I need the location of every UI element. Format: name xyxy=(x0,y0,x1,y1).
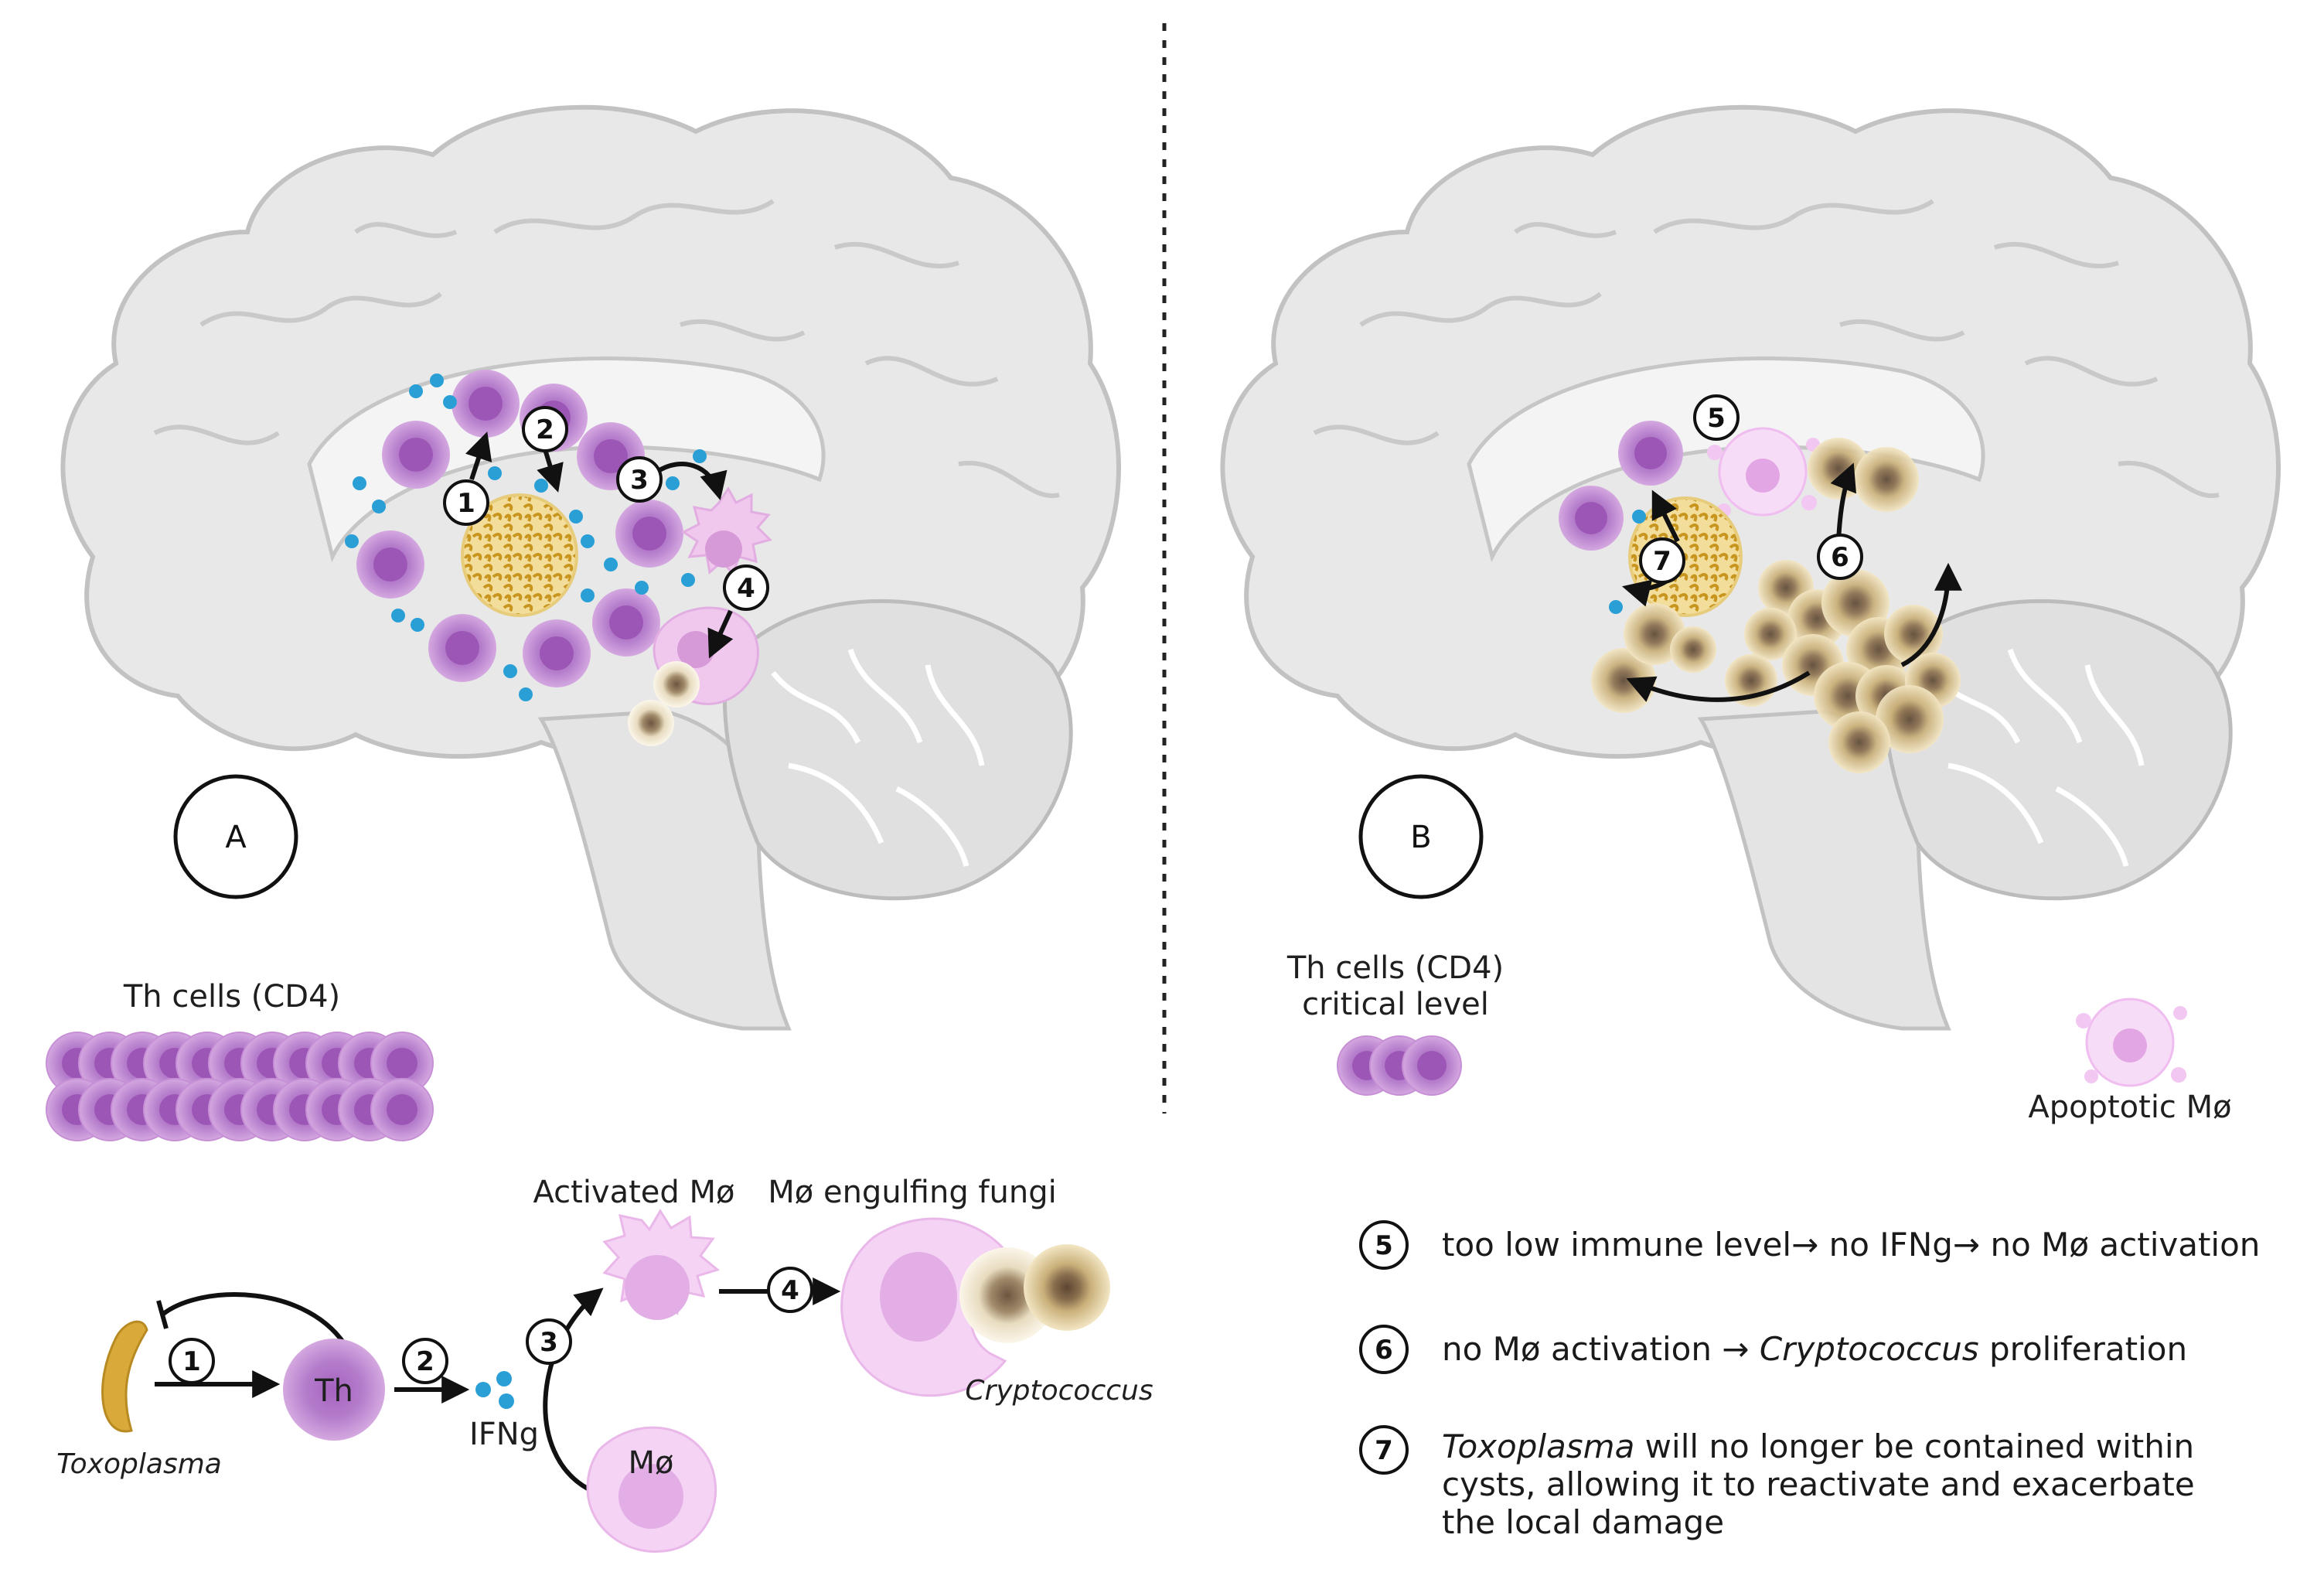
th-cell-pathway: Th xyxy=(283,1339,385,1441)
legend: 5 too low immune level→ no IFNg→ no Mø a… xyxy=(1359,1220,2260,1541)
th-cells-legend-a: Th cells (CD4) xyxy=(46,979,434,1141)
legend-item-6: 6 no Mø activation → Cryptococcus prolif… xyxy=(1359,1325,2187,1374)
th-cell xyxy=(452,370,520,438)
svg-text:Toxoplasma: Toxoplasma xyxy=(56,1448,222,1480)
engulfing-macrophage xyxy=(840,1217,1014,1397)
th-cell xyxy=(1618,421,1683,486)
th-cell xyxy=(370,1032,434,1095)
svg-text:5: 5 xyxy=(1707,403,1726,434)
svg-text:Activated Mø: Activated Mø xyxy=(533,1175,734,1210)
brain-b-cells xyxy=(1559,421,1962,773)
cryptococcus-cell xyxy=(1828,711,1890,773)
th-cell xyxy=(356,530,424,599)
cryptococcus-cell xyxy=(1854,447,1919,512)
cryptococcus-cell xyxy=(1670,626,1716,673)
th-cell xyxy=(1402,1035,1462,1096)
step-badge-2-a: 2 xyxy=(522,406,568,452)
svg-text:3: 3 xyxy=(540,1327,558,1358)
svg-text:1: 1 xyxy=(182,1346,201,1377)
svg-text:B: B xyxy=(1410,820,1431,855)
brain-a-cells xyxy=(345,370,772,746)
th-cell xyxy=(370,1078,434,1141)
svg-text:6: 6 xyxy=(1831,542,1849,573)
svg-text:IFNg: IFNg xyxy=(469,1417,539,1452)
step-badge-3: 3 xyxy=(526,1318,572,1365)
svg-text:1: 1 xyxy=(457,488,475,519)
panel-b-label: B xyxy=(1358,774,1484,899)
svg-text:Mø: Mø xyxy=(629,1445,674,1481)
svg-text:Th: Th xyxy=(314,1373,353,1409)
legend-item-5: 5 too low immune level→ no IFNg→ no Mø a… xyxy=(1359,1220,2260,1270)
legend-5-text: too low immune level→ no IFNg→ no Mø act… xyxy=(1442,1226,2260,1264)
step-badge-4: 4 xyxy=(767,1267,813,1313)
svg-text:Th cells (CD4): Th cells (CD4) xyxy=(123,979,340,1015)
pathway: Toxoplasma 1 Th 2 IFNg 3 Activated Mø Mø xyxy=(56,1175,1153,1553)
panel-a-label: A xyxy=(173,774,298,899)
cryptococcus-cell xyxy=(1744,608,1797,660)
cryptococcus-cell xyxy=(653,661,700,708)
step-badge-1: 1 xyxy=(169,1338,215,1384)
cryptococcus-cell xyxy=(1024,1244,1110,1331)
svg-text:7: 7 xyxy=(1653,546,1671,577)
svg-text:4: 4 xyxy=(737,573,755,604)
svg-text:Th cells (CD4): Th cells (CD4) xyxy=(1286,950,1504,986)
svg-text:5: 5 xyxy=(1375,1230,1393,1261)
cryptococcus-cell xyxy=(1876,685,1944,753)
svg-text:critical level: critical level xyxy=(1302,987,1489,1022)
step-badge-2: 2 xyxy=(402,1338,448,1384)
th-cell xyxy=(523,619,591,687)
step-badge-1-a: 1 xyxy=(443,479,489,526)
th-cell xyxy=(428,614,496,682)
th-cells-legend-b: Th cells (CD4) critical level xyxy=(1286,950,1504,1096)
step-badge-7-b: 7 xyxy=(1639,537,1685,584)
svg-text:2: 2 xyxy=(416,1346,434,1377)
legend-item-7: 7 Toxoplasma will no longer be contained… xyxy=(1359,1425,2195,1541)
th-cell xyxy=(615,500,683,568)
legend-7-line-3: the local damage xyxy=(1442,1503,1724,1541)
svg-text:7: 7 xyxy=(1375,1435,1393,1466)
svg-text:Apoptotic Mø: Apoptotic Mø xyxy=(2028,1090,2231,1125)
svg-text:3: 3 xyxy=(630,465,649,496)
step-badge-6-b: 6 xyxy=(1817,534,1863,580)
th-cell xyxy=(592,588,660,657)
legend-6-text: no Mø activation → Cryptococcus prolifer… xyxy=(1442,1330,2187,1368)
activated-macrophage-pathway xyxy=(602,1209,721,1320)
toxoplasma-cyst xyxy=(461,493,578,617)
svg-text:Mø engulfing fungi: Mø engulfing fungi xyxy=(768,1175,1056,1210)
svg-text:A: A xyxy=(225,820,247,855)
svg-text:Cryptococcus: Cryptococcus xyxy=(965,1375,1153,1407)
activated-macrophage xyxy=(681,486,772,576)
svg-text:4: 4 xyxy=(781,1275,799,1306)
cryptococcus-cell xyxy=(1884,605,1943,663)
cryptococcus-cell xyxy=(628,700,674,746)
brain-b xyxy=(1220,104,2281,1031)
step-badge-5-b: 5 xyxy=(1693,394,1740,441)
th-cell xyxy=(382,421,450,489)
brain-a-cerebellum xyxy=(722,599,1073,901)
apoptotic-macrophage-legend: Apoptotic Mø xyxy=(2028,998,2232,1125)
legend-7-line-1: Toxoplasma will no longer be contained w… xyxy=(1442,1427,2194,1465)
th-cell xyxy=(1559,486,1624,551)
step-badge-3-a: 3 xyxy=(616,456,663,503)
resting-macrophage: Mø xyxy=(586,1426,717,1553)
legend-7-line-2: cysts, allowing it to reactivate and exa… xyxy=(1442,1465,2195,1503)
svg-text:6: 6 xyxy=(1375,1335,1393,1366)
svg-text:2: 2 xyxy=(536,414,554,445)
apoptotic-macrophage xyxy=(1707,427,1820,517)
toxoplasma-parasite xyxy=(101,1320,148,1433)
step-badge-4-a: 4 xyxy=(723,564,769,611)
